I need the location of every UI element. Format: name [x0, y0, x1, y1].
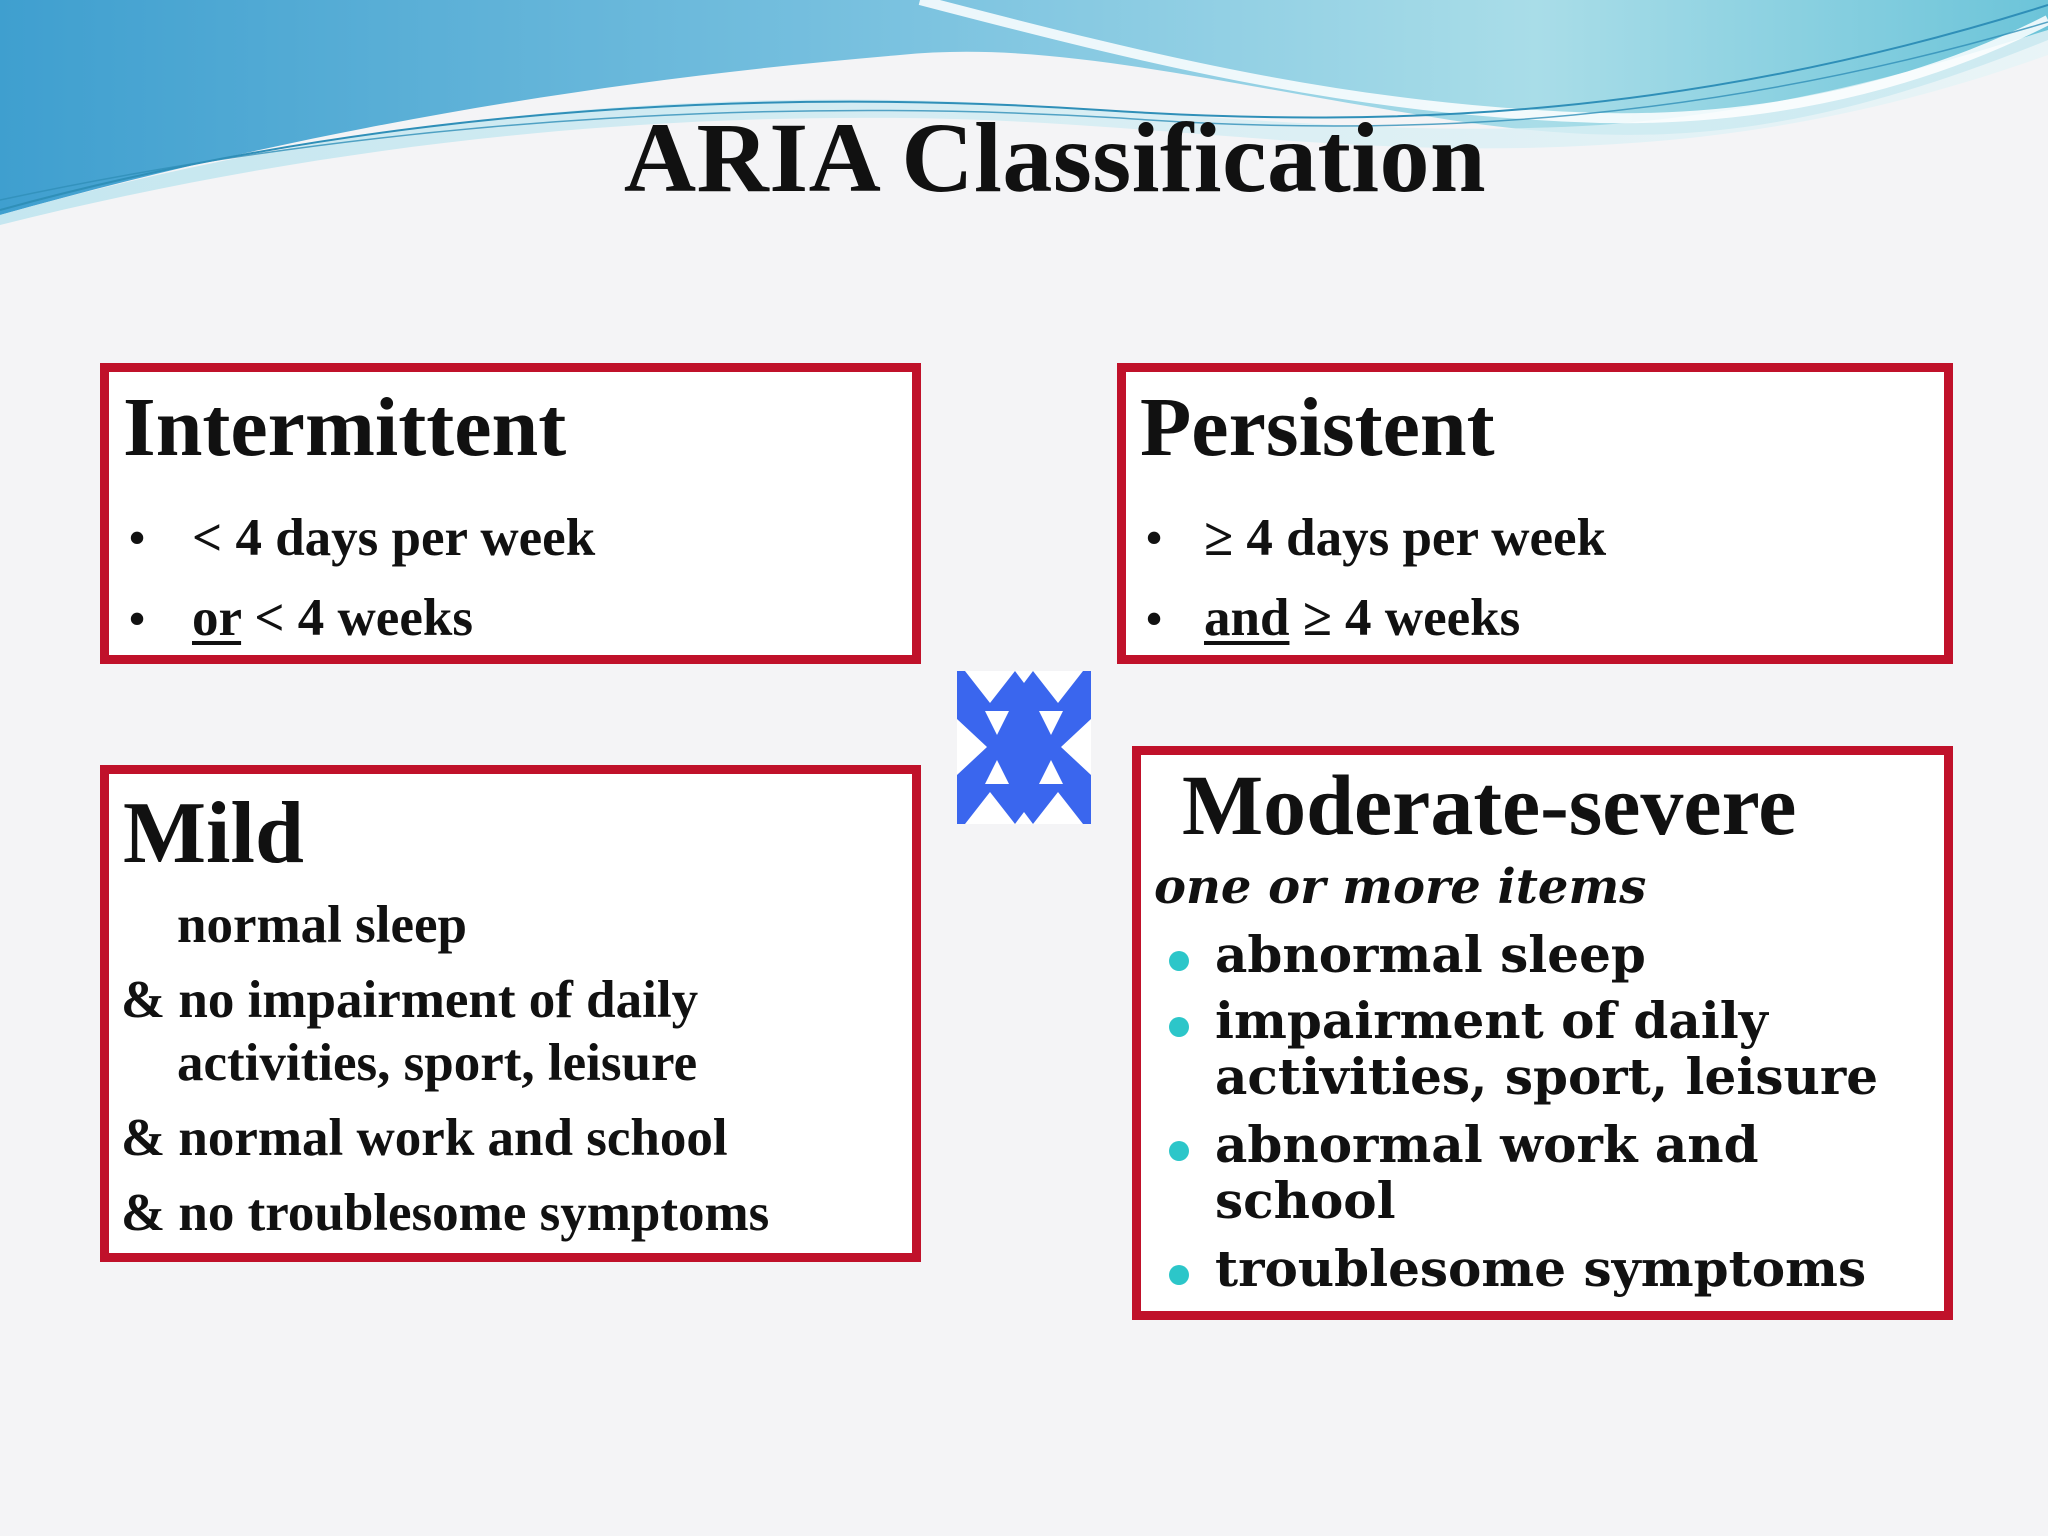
persistent-bullet-2: •: [1146, 593, 1163, 644]
intermittent-heading: Intermittent: [123, 381, 567, 474]
cross-combine-icon: [957, 671, 1091, 824]
moderate-severe-subtitle: one or more items: [1154, 859, 1647, 915]
mild-box: Mild normal sleep & no impairment of dai…: [100, 765, 921, 1262]
moderate-severe-heading: Moderate-severe: [1182, 757, 1797, 853]
moderate-item-troublesome: troublesome symptoms: [1215, 1239, 1867, 1298]
intermittent-bullet-1: •: [129, 512, 146, 563]
persistent-bullet-1: •: [1146, 512, 1163, 563]
moderate-bullet-3: [1169, 1141, 1189, 1161]
persistent-ge-symbol-1: ≥: [1204, 509, 1234, 567]
moderate-item-school: school: [1215, 1171, 1396, 1230]
moderate-bullet-2: [1169, 1017, 1189, 1037]
mild-line-normal-sleep: normal sleep: [177, 896, 467, 954]
mild-line-no-impairment: & no impairment of daily: [121, 971, 699, 1029]
mild-line-work-school: & normal work and school: [121, 1109, 728, 1167]
mild-line-no-troublesome: & no troublesome symptoms: [121, 1184, 770, 1242]
persistent-item-1-text: 4 days per week: [1233, 509, 1607, 567]
persistent-conj-and: and: [1204, 589, 1290, 647]
intermittent-item-2-text: < 4 weeks: [241, 589, 473, 647]
persistent-ge-symbol-2: ≥: [1289, 589, 1332, 647]
slide-title: ARIA Classification: [623, 102, 1487, 213]
intermittent-item-2: or < 4 weeks: [192, 592, 473, 645]
moderate-item-abnormal-sleep: abnormal sleep: [1215, 925, 1646, 984]
wave-header-decoration: [0, 0, 2048, 225]
intermittent-item-1: < 4 days per week: [192, 509, 596, 567]
moderate-bullet-1: [1169, 951, 1189, 971]
moderate-bullet-4: [1169, 1265, 1189, 1285]
moderate-item-abnormal-work: abnormal work and: [1215, 1115, 1759, 1174]
persistent-item-2: and ≥ 4 weeks: [1204, 592, 1520, 645]
persistent-item-1: ≥ 4 days per week: [1204, 512, 1606, 565]
intermittent-bullet-2: •: [129, 593, 146, 644]
intermittent-conj-or: or: [192, 589, 242, 647]
persistent-heading: Persistent: [1140, 381, 1495, 474]
persistent-item-2-text: 4 weeks: [1331, 589, 1521, 647]
moderate-item-impairment: impairment of daily: [1215, 991, 1768, 1050]
mild-line-activities: activities, sport, leisure: [177, 1034, 698, 1092]
moderate-item-activities: activities, sport, leisure: [1215, 1047, 1879, 1106]
persistent-box: Persistent • ≥ 4 days per week • and ≥ 4…: [1117, 363, 1953, 664]
mild-heading: Mild: [123, 785, 304, 882]
intermittent-box: Intermittent • < 4 days per week • or < …: [100, 363, 921, 664]
moderate-severe-box: Moderate-severe one or more items abnorm…: [1132, 746, 1953, 1320]
